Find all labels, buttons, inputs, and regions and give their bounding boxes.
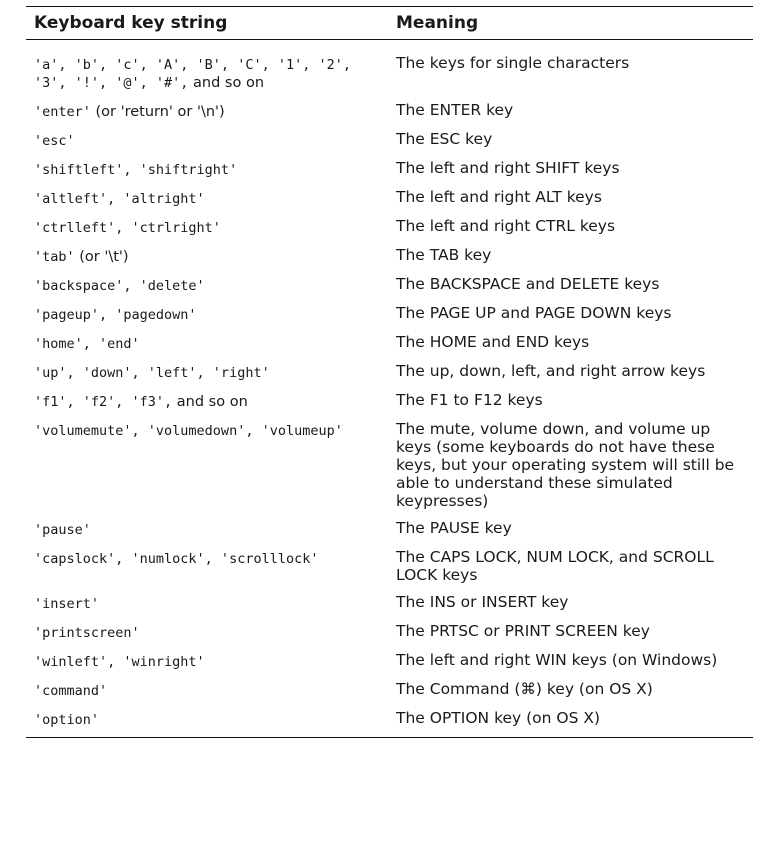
key-code: 'pageup', 'pagedown' <box>34 307 197 323</box>
table-row: 'backspace', 'delete' The BACKSPACE and D… <box>26 272 753 301</box>
meaning-cell: The HOME and END keys <box>396 333 590 351</box>
key-string-cell: 'shiftleft', 'shiftright' <box>26 156 388 185</box>
key-code: 'a', 'b', 'c', 'A', 'B', 'C', '1', '2', … <box>34 57 351 91</box>
key-string-cell: 'pause' <box>26 516 388 545</box>
key-string-cell: 'option' <box>26 706 388 738</box>
meaning-cell: The PAUSE key <box>396 519 512 537</box>
key-string-cell: 'a', 'b', 'c', 'A', 'B', 'C', '1', '2', … <box>26 40 388 99</box>
key-code: 'esc' <box>34 133 75 149</box>
meaning-cell: The F1 to F12 keys <box>396 391 543 409</box>
table-header: Keyboard key string Meaning <box>26 6 753 40</box>
key-string-cell: 'printscreen' <box>26 619 388 648</box>
key-note: (or '\t') <box>74 249 129 265</box>
table-row: 'altleft', 'altright' The left and right … <box>26 185 753 214</box>
table-row: 'insert' The INS or INSERT key <box>26 590 753 619</box>
key-code: 'f1', 'f2', 'f3', <box>34 394 173 410</box>
key-string-cell: 'winleft', 'winright' <box>26 648 388 677</box>
table-row: 'capslock', 'numlock', 'scrolllock' The C… <box>26 545 753 590</box>
key-string-cell: 'esc' <box>26 127 388 156</box>
key-string-cell: 'insert' <box>26 590 388 619</box>
meaning-cell: The CAPS LOCK, NUM LOCK, and SCROLL LOCK… <box>396 548 714 584</box>
key-note: and so on <box>172 394 248 410</box>
table-row: 'up', 'down', 'left', 'right' The up, dow… <box>26 359 753 388</box>
key-code: 'pause' <box>34 522 91 538</box>
meaning-cell: The ESC key <box>396 130 493 148</box>
table-row: 'winleft', 'winright' The left and right … <box>26 648 753 677</box>
table-row: 'option' The OPTION key (on OS X) <box>26 706 753 738</box>
meaning-cell: The TAB key <box>396 246 492 264</box>
keyboard-key-table: Keyboard key string Meaning 'a', 'b', 'c… <box>26 6 753 738</box>
key-string-cell: 'home', 'end' <box>26 330 388 359</box>
key-string-cell: 'tab' (or '\t') <box>26 243 388 272</box>
table-row: 'a', 'b', 'c', 'A', 'B', 'C', '1', '2', … <box>26 40 753 99</box>
key-string-cell: 'altleft', 'altright' <box>26 185 388 214</box>
key-code: 'command' <box>34 683 108 699</box>
key-string-cell: 'up', 'down', 'left', 'right' <box>26 359 388 388</box>
meaning-cell: The keys for single characters <box>396 54 630 72</box>
key-string-cell: 'f1', 'f2', 'f3', and so on <box>26 388 388 417</box>
key-string-cell: 'ctrlleft', 'ctrlright' <box>26 214 388 243</box>
key-string-cell: 'enter' (or 'return' or '\n') <box>26 98 388 127</box>
table-row: 'pageup', 'pagedown' The PAGE UP and PAGE… <box>26 301 753 330</box>
meaning-cell: The up, down, left, and right arrow keys <box>396 362 706 380</box>
key-code: 'up', 'down', 'left', 'right' <box>34 365 270 381</box>
key-string-cell: 'pageup', 'pagedown' <box>26 301 388 330</box>
table-row: 'tab' (or '\t') The TAB key <box>26 243 753 272</box>
key-string-cell: 'command' <box>26 677 388 706</box>
table-row: 'shiftleft', 'shiftright' The left and ri… <box>26 156 753 185</box>
meaning-cell: The INS or INSERT key <box>396 593 569 611</box>
key-code: 'printscreen' <box>34 625 140 641</box>
meaning-cell: The OPTION key (on OS X) <box>388 706 753 738</box>
table-row: 'command' The Command (⌘) key (on OS X) <box>26 677 753 706</box>
meaning-cell: The left and right WIN keys (on Windows) <box>396 651 718 669</box>
table-row: 'home', 'end' The HOME and END keys <box>26 330 753 359</box>
header-key-string: Keyboard key string <box>26 6 388 40</box>
meaning-cell: The PRTSC or PRINT SCREEN key <box>396 622 650 640</box>
header-row: Keyboard key string Meaning <box>26 6 753 40</box>
key-code: 'winleft', 'winright' <box>34 654 205 670</box>
key-code: 'volumemute', 'volumedown', 'volumeup' <box>34 423 343 439</box>
key-string-cell: 'volumemute', 'volumedown', 'volumeup' <box>26 417 388 516</box>
key-code: 'tab' <box>34 249 75 265</box>
meaning-cell: The Command (⌘) key (on OS X) <box>396 680 653 698</box>
meaning-cell: The left and right CTRL keys <box>396 217 616 235</box>
table-body: 'a', 'b', 'c', 'A', 'B', 'C', '1', '2', … <box>26 40 753 738</box>
meaning-cell: The left and right SHIFT keys <box>396 159 620 177</box>
key-code: 'capslock', 'numlock', 'scrolllock' <box>34 551 319 567</box>
key-code: 'ctrlleft', 'ctrlright' <box>34 220 221 236</box>
key-code: 'insert' <box>34 596 100 612</box>
key-code: 'altleft', 'altright' <box>34 191 205 207</box>
key-string-cell: 'backspace', 'delete' <box>26 272 388 301</box>
meaning-cell: The mute, volume down, and volume up key… <box>396 420 735 510</box>
table-row: 'ctrlleft', 'ctrlright' The left and righ… <box>26 214 753 243</box>
key-code: 'backspace', 'delete' <box>34 278 205 294</box>
table-row: 'f1', 'f2', 'f3', and so on The F1 to F12… <box>26 388 753 417</box>
table-row: 'printscreen' The PRTSC or PRINT SCREEN k… <box>26 619 753 648</box>
key-code: 'option' <box>34 712 100 728</box>
header-meaning: Meaning <box>388 6 753 40</box>
key-note: and so on <box>188 75 265 91</box>
key-code: 'home', 'end' <box>34 336 140 352</box>
key-code: 'enter' <box>34 104 91 120</box>
table-row: 'pause' The PAUSE key <box>26 516 753 545</box>
meaning-cell: The ENTER key <box>396 101 514 119</box>
meaning-cell: The PAGE UP and PAGE DOWN keys <box>396 304 672 322</box>
key-code: 'shiftleft', 'shiftright' <box>34 162 238 178</box>
meaning-cell: The left and right ALT keys <box>396 188 602 206</box>
key-string-cell: 'capslock', 'numlock', 'scrolllock' <box>26 545 388 590</box>
table-row: 'enter' (or 'return' or '\n') The ENTER k… <box>26 98 753 127</box>
key-note: (or 'return' or '\n') <box>90 104 225 120</box>
meaning-cell: The BACKSPACE and DELETE keys <box>396 275 660 293</box>
table-row: 'esc' The ESC key <box>26 127 753 156</box>
table-row: 'volumemute', 'volumedown', 'volumeup' Th… <box>26 417 753 516</box>
